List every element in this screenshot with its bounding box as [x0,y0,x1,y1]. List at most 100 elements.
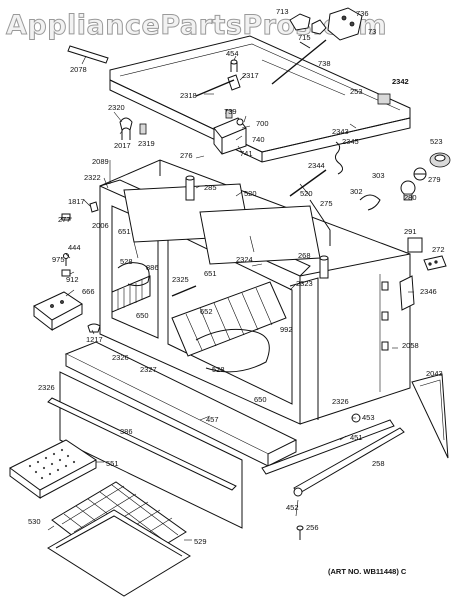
label-2326b: 2326 [38,383,55,392]
label-2325: 2325 [172,275,189,284]
label-386: 386 [120,427,133,436]
label-700: 700 [256,119,269,128]
label-275: 275 [320,199,333,208]
label-651a: 651 [118,227,131,236]
part-2317 [227,74,241,91]
label-739: 739 [224,107,237,116]
label-666: 666 [82,287,95,296]
label-528a: 528 [120,257,133,266]
left-side-parts [33,201,101,333]
label-551: 551 [106,459,119,468]
top-right-brackets [289,7,363,49]
label-2345: 2345 [342,137,359,146]
label-457: 457 [206,415,219,424]
label-272: 272 [432,245,445,254]
label-741: 741 [240,149,253,158]
label-529: 529 [194,537,207,546]
drawer-front [47,341,405,540]
label-2327: 2327 [140,365,157,374]
label-2324: 2324 [236,255,253,264]
clip-2320 [119,117,133,131]
label-2078: 2078 [70,65,87,74]
label-886: 886 [146,263,159,272]
label-2043: 2043 [426,369,443,378]
label-740: 740 [252,135,265,144]
label-2320: 2320 [108,103,125,112]
label-280: 280 [404,193,417,202]
label-2326c: 2326 [332,397,349,406]
label-650b: 650 [254,395,267,404]
pin-454 [230,59,238,72]
label-2319: 2319 [138,139,155,148]
harness-2345 [334,141,344,175]
label-912: 912 [66,275,79,284]
right-oven-rack [171,281,287,373]
label-738: 738 [318,59,331,68]
label-2343: 2343 [332,127,349,136]
label-454: 454 [226,49,239,58]
bracket-assembly-740 [213,109,247,155]
label-650a: 650 [136,311,149,320]
broiler-pan-529 [47,509,191,597]
label-992: 992 [280,325,293,334]
label-291: 291 [404,227,417,236]
broiler-pan-551 [9,439,97,499]
label-2342: 2342 [392,77,409,86]
label-276: 276 [180,151,193,160]
rod-2344 [289,169,327,197]
label-2326a: 2326 [112,353,129,362]
label-453: 453 [362,413,375,422]
label-452: 452 [286,503,299,512]
label-713: 713 [276,7,289,16]
label-256: 256 [306,523,319,532]
label-520b: 520 [300,189,313,198]
part-2319 [139,123,147,135]
label-277: 277 [58,215,71,224]
label-2317: 2317 [242,71,259,80]
right-side-parts [399,237,449,459]
label-528b: 528 [212,365,225,374]
label-2089: 2089 [92,157,109,166]
label-302: 302 [350,187,363,196]
left-oven-rack [111,262,151,313]
label-2322: 2322 [84,173,101,182]
label-975: 975 [52,255,65,264]
label-444: 444 [68,243,81,252]
label-520a: 520 [244,189,257,198]
bar-2325 [171,285,197,297]
label-451: 451 [350,433,363,442]
label-1817: 1817 [68,197,85,206]
label-736: 736 [356,9,369,18]
bar-2078 [67,45,109,64]
label-258: 258 [372,459,385,468]
art-number: (ART NO. WB11448) C [328,567,407,576]
light-assembly [359,152,451,211]
label-2323: 2323 [296,279,313,288]
label-1217: 1217 [86,335,103,344]
label-268: 268 [298,251,311,260]
label-530: 530 [28,517,41,526]
label-2318: 2318 [180,91,197,100]
label-279: 279 [428,175,441,184]
rod-738 [271,39,327,85]
block-2342 [377,93,391,105]
label-2344: 2344 [308,161,325,170]
label-303: 303 [372,171,385,180]
label-651b: 651 [204,269,217,278]
label-523: 523 [430,137,443,146]
label-652: 652 [200,307,213,316]
label-2017: 2017 [114,141,131,150]
label-715: 715 [298,33,311,42]
rod-2318 [195,79,235,97]
leader-lines [47,55,414,541]
label-73: 73 [368,27,376,36]
part-labels: 713 736 715 73 2078 454 2317 738 2342 25… [28,7,445,576]
label-253: 253 [350,87,363,96]
label-2006: 2006 [92,221,109,230]
label-2346: 2346 [420,287,437,296]
top-panel [109,35,411,163]
label-2058: 2058 [402,341,419,350]
label-285: 285 [204,183,217,192]
